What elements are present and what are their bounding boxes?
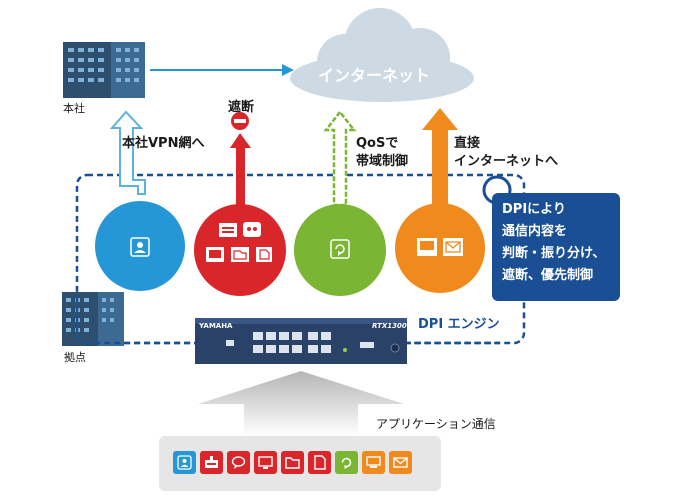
qos-label-line1: QoSで: [356, 136, 399, 151]
block-arrow: [230, 112, 251, 205]
hq-label: 本社: [63, 102, 85, 115]
direct-arrow: [422, 108, 458, 208]
monitor-icon: [254, 451, 277, 474]
qos-label-line2: 帯域制御: [356, 154, 409, 169]
callout-line: 判断・振り分け、: [502, 246, 606, 261]
hq-building-icon: [63, 42, 145, 98]
dpi-boundary: [75, 173, 526, 345]
pc-icon: [362, 451, 385, 474]
callout-line: DPIにより: [502, 202, 566, 217]
multi-app-icon: [206, 222, 272, 262]
folder-icon: [281, 451, 304, 474]
branch-label: 拠点: [64, 351, 86, 364]
dpi-engine-label: DPI エンジン: [418, 317, 500, 332]
vpn-label: 本社VPN網へ: [122, 136, 205, 151]
direct-circle: [395, 203, 485, 293]
user-icon: [173, 451, 196, 474]
app-icon-list: [173, 451, 412, 474]
direct-label-line1: 直接: [454, 136, 481, 151]
app-traffic-arrow: [198, 371, 404, 436]
cloud-label: インターネット: [318, 66, 431, 85]
branch-building-icon: [62, 292, 124, 346]
qos-arrow: [323, 109, 357, 207]
direct-label-line2: インターネットへ: [454, 154, 559, 169]
refresh-icon: [335, 451, 358, 474]
router-device: [195, 318, 407, 364]
router-model: RTX1300: [372, 322, 407, 330]
callout-line: 遮断、優先制御: [502, 268, 594, 283]
dpi-callout: DPIにより 通信内容を 判断・振り分け、 遮断、優先制御: [492, 193, 620, 301]
block-label: 遮断: [228, 100, 255, 115]
chat-icon: [227, 451, 250, 474]
mail-icon: [389, 451, 412, 474]
internet-cloud: [290, 8, 474, 102]
callout-line: 通信内容を: [502, 224, 568, 239]
hq-internet-arrow: [150, 64, 294, 76]
user-icon: [130, 237, 150, 257]
app-traffic-label: アプリケーション通信: [376, 417, 496, 431]
document-icon: [308, 451, 331, 474]
refresh-icon: [330, 239, 350, 259]
qos-circle: [294, 204, 386, 296]
router-brand: YAMAHA: [199, 322, 233, 330]
pc-mail-icon: [417, 238, 463, 256]
keyboard-icon: [200, 451, 223, 474]
vpn-arrow: [109, 110, 146, 195]
